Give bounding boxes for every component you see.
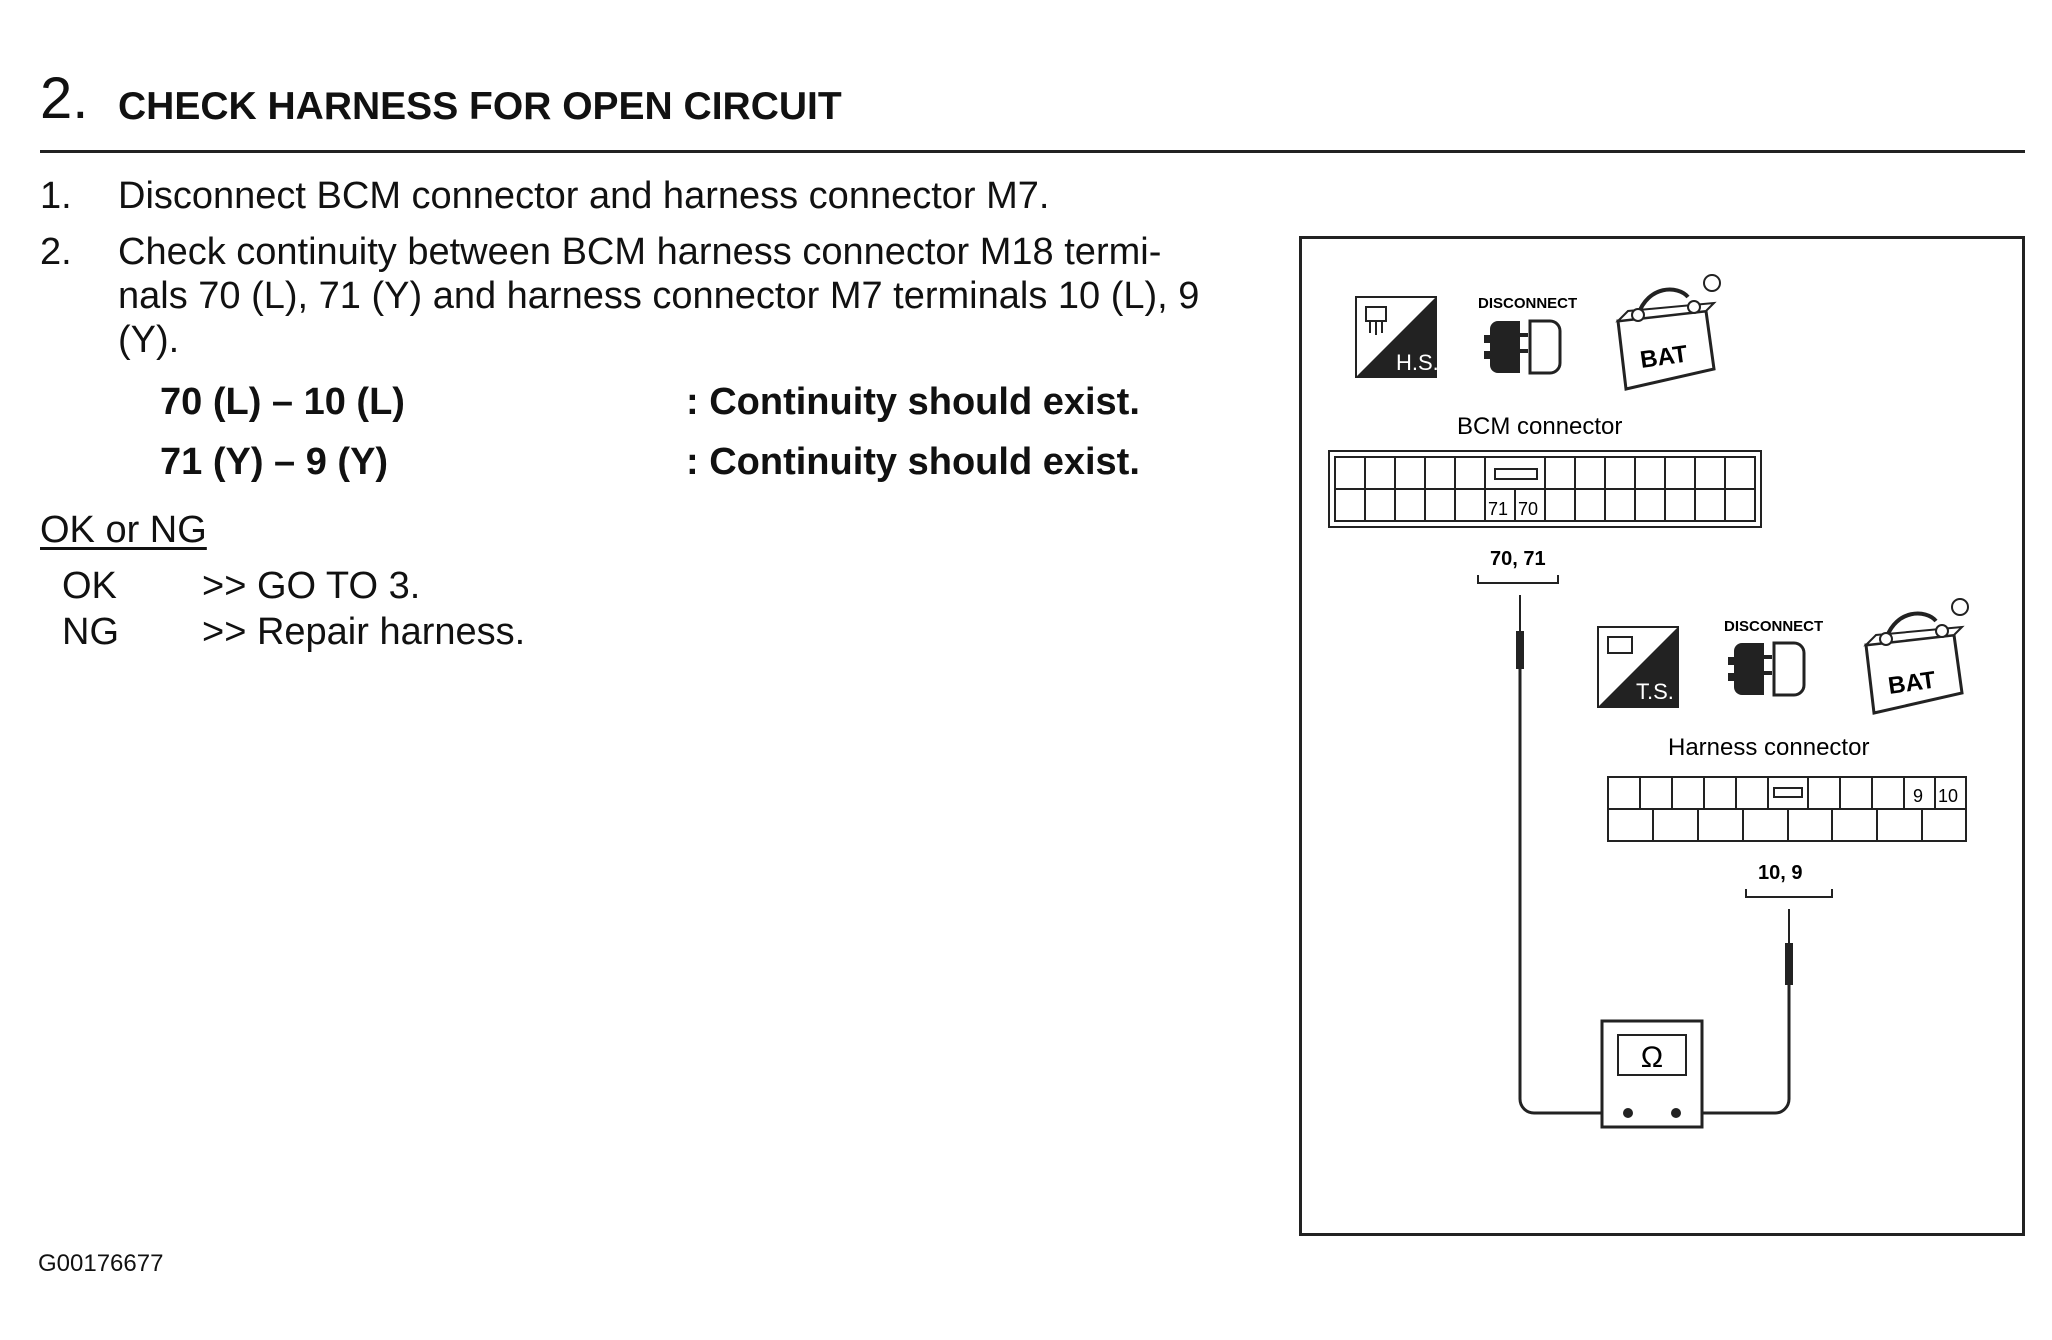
test-switch-on-icon: T.S. (1597, 626, 1679, 708)
disconnect-label-top: DISCONNECT (1478, 295, 1577, 312)
bcm-probe-bracket (1477, 575, 1559, 584)
step-2-line-1: Check continuity between BCM harness con… (118, 231, 1162, 273)
ts-label: T.S. (1636, 679, 1674, 704)
check-pair-1: 70 (L) – 10 (L) (160, 381, 405, 423)
harness-terminal-9: 9 (1913, 786, 1923, 806)
step-2-number: 2. (40, 231, 72, 273)
ng-action: >> Repair harness. (202, 611, 526, 653)
ng-key: NG (62, 611, 119, 653)
bcm-terminal-70: 70 (1518, 499, 1538, 519)
ohmmeter-icon: Ω (1600, 1019, 1704, 1129)
bcm-probe-label: 70, 71 (1490, 548, 1546, 570)
disconnect-connector-icon-second (1728, 641, 1806, 697)
battery-icon-top: BAT (1615, 274, 1721, 391)
check-pair-2: 71 (Y) – 9 (Y) (160, 441, 389, 483)
step-1-number: 1. (40, 175, 72, 217)
check-result-2: : Continuity should exist. (686, 441, 1140, 483)
probe-wire-right (1688, 909, 1793, 1115)
ok-key: OK (62, 565, 117, 607)
battery-icon-second: BAT (1863, 598, 1969, 715)
wiring-diagram-svg: H.S. DISCONNECT BAT BCM connector (1328, 274, 1969, 1129)
document-id: G00176677 (38, 1250, 164, 1277)
harness-probe-label: 10, 9 (1758, 862, 1802, 884)
section-number: 2. (40, 66, 89, 131)
hand-switch-off-icon: H.S. (1355, 296, 1439, 378)
heading-divider (40, 150, 2025, 153)
check-result-1: : Continuity should exist. (686, 381, 1140, 423)
harness-terminal-10: 10 (1938, 786, 1958, 806)
section-title: CHECK HARNESS FOR OPEN CIRCUIT (118, 85, 842, 128)
wiring-diagram-figure: H.S. DISCONNECT BAT BCM connector (1299, 236, 2025, 1236)
probe-wire-left (1516, 595, 1618, 1115)
disconnect-connector-icon-top (1484, 319, 1562, 375)
hs-label: H.S. (1396, 350, 1439, 375)
ok-or-ng-label: OK or NG (40, 509, 207, 551)
step-2-line-3: (Y). (118, 319, 180, 361)
bat-label-second: BAT (1886, 667, 1937, 700)
bat-label-top: BAT (1638, 341, 1689, 374)
bcm-connector-title: BCM connector (1457, 413, 1622, 440)
harness-probe-bracket (1745, 889, 1833, 898)
disconnect-label-second: DISCONNECT (1724, 618, 1823, 635)
ok-action: >> GO TO 3. (202, 565, 421, 607)
step-2-line-2: nals 70 (L), 71 (Y) and harness connecto… (118, 275, 1200, 317)
step-1-text: Disconnect BCM connector and harness con… (118, 175, 1050, 217)
bcm-connector-face: 71 70 (1328, 450, 1762, 528)
harness-connector-title: Harness connector (1668, 734, 1869, 761)
harness-connector-face: 9 10 (1607, 776, 1967, 842)
bcm-terminal-71: 71 (1488, 499, 1508, 519)
ohm-symbol: Ω (1641, 1041, 1663, 1074)
